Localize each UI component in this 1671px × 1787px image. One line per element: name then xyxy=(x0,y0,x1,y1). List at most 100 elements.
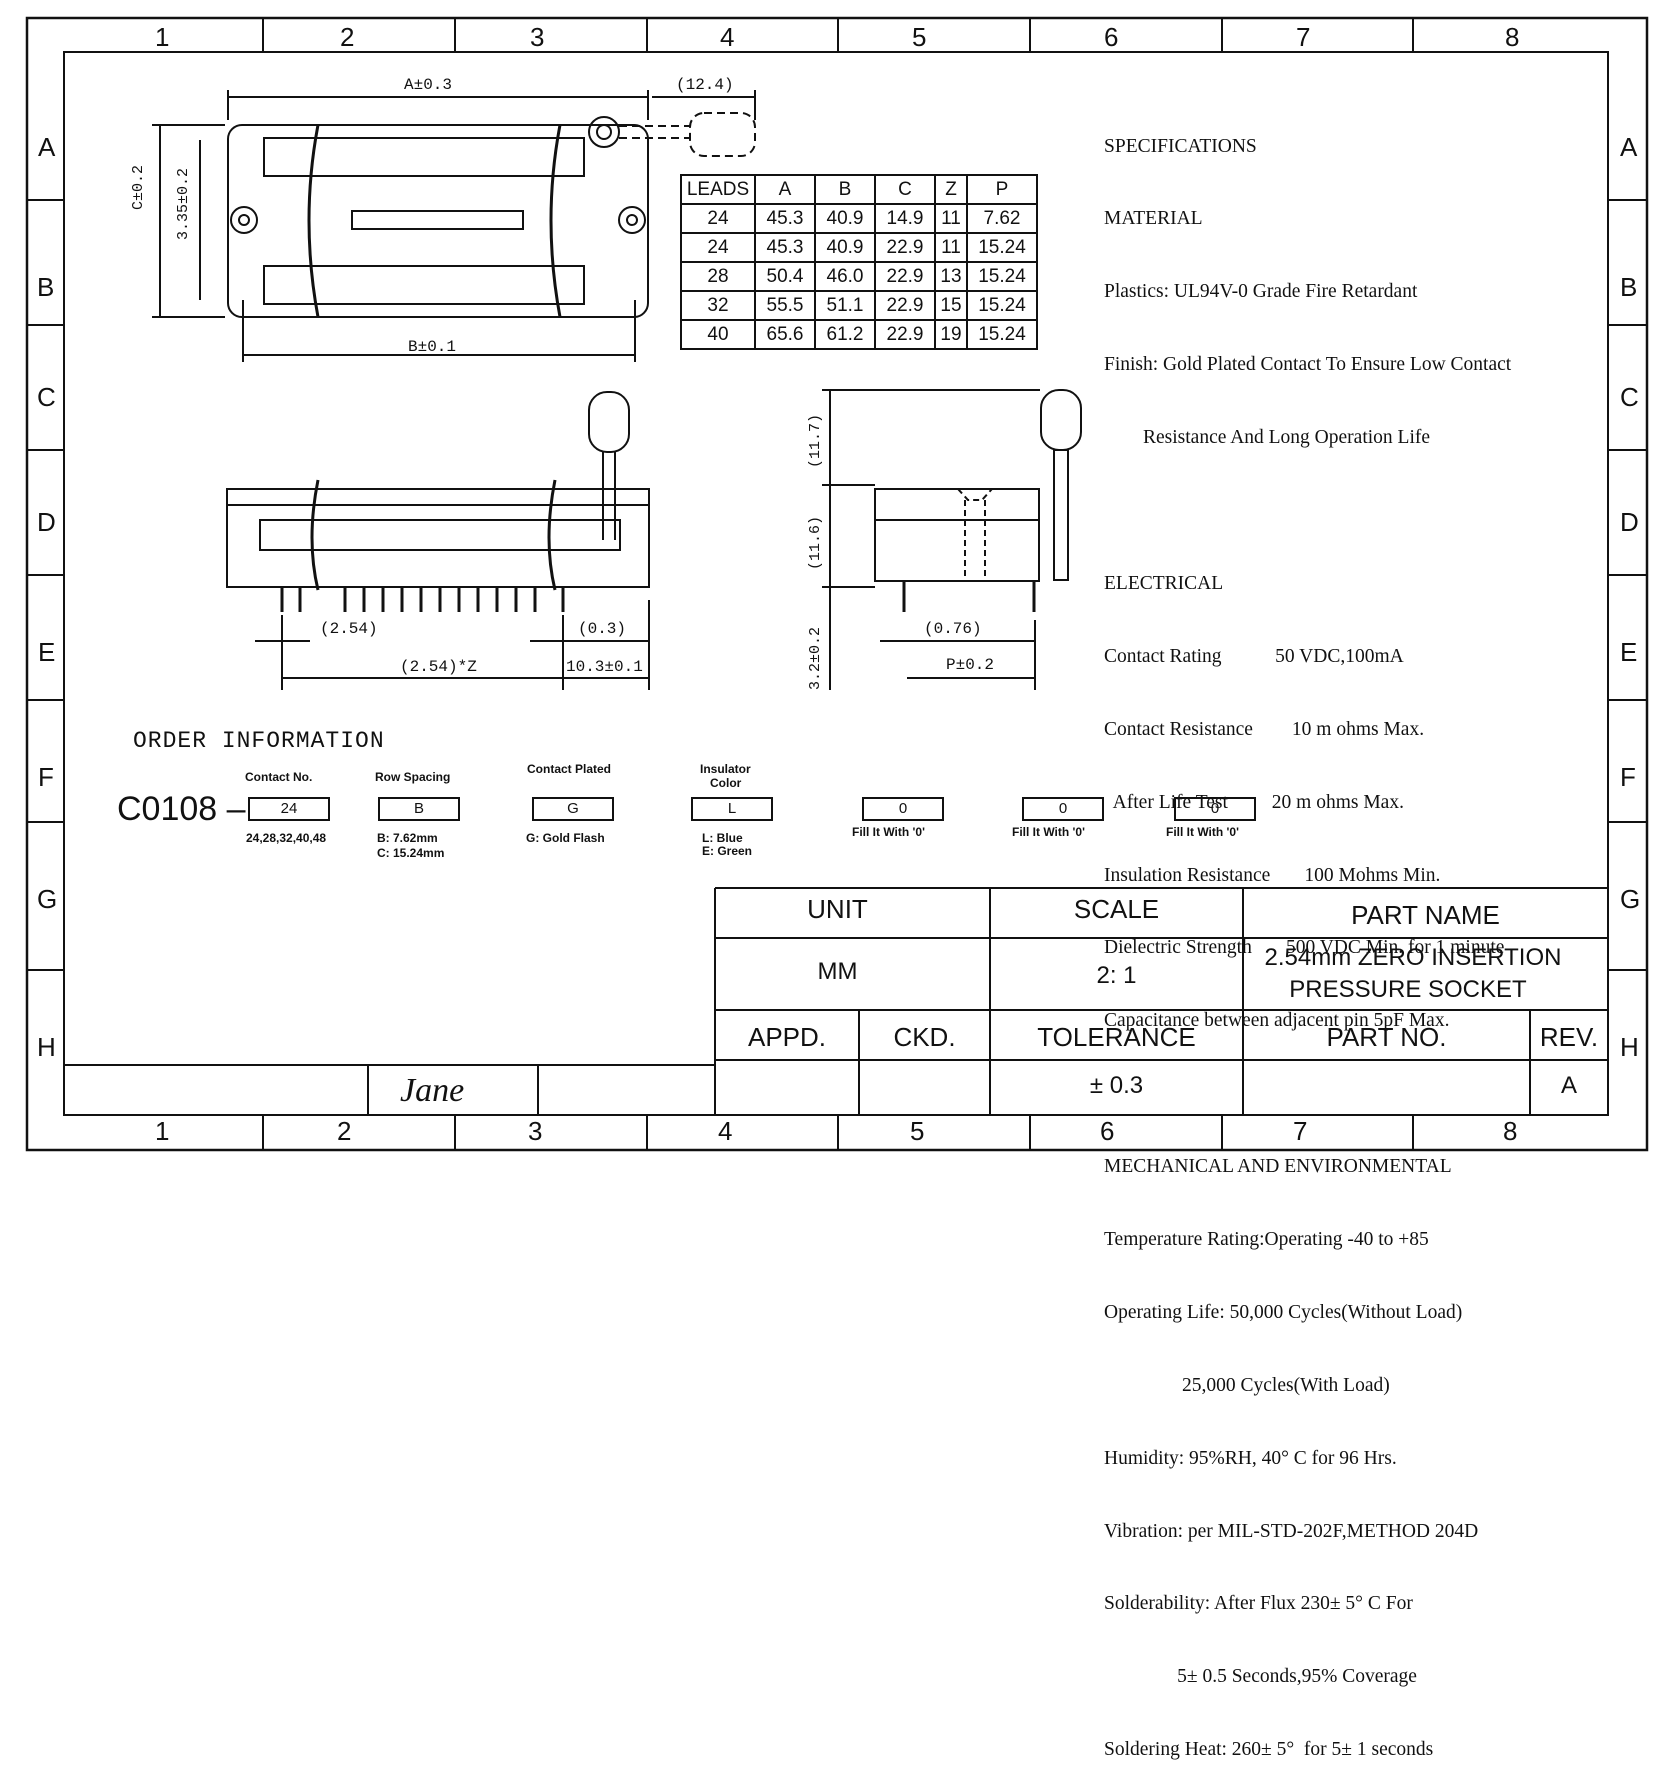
unit-label: UNIT xyxy=(807,894,868,924)
end-view xyxy=(822,389,1082,690)
table-cell: 50.4 xyxy=(754,261,816,292)
dim-end: 10.3±0.1 xyxy=(566,658,643,676)
col-label-3: 3 xyxy=(530,22,545,52)
color-box: L xyxy=(691,797,773,821)
color-option-green: E: Green xyxy=(702,844,753,858)
part-name-label: PART NAME xyxy=(1351,900,1500,930)
spec-line: 25,000 Cycles(With Load) xyxy=(1104,1374,1390,1396)
col-label-1: 1 xyxy=(155,22,170,52)
row-label-h: H xyxy=(37,1032,56,1062)
table-cell: 51.1 xyxy=(814,290,876,321)
spec-line: Soldering Heat: 260± 5° for 5± 1 seconds xyxy=(1104,1739,1434,1761)
table-cell: 15.24 xyxy=(966,261,1038,292)
spec-line: 5± 0.5 Seconds,95% Coverage xyxy=(1104,1666,1417,1688)
dim-a: A±0.3 xyxy=(404,76,453,94)
table-cell: 11 xyxy=(934,203,968,234)
table-cell: 15 xyxy=(934,290,968,321)
spec-line: Contact Rating 50 VDC,100mA xyxy=(1104,645,1404,667)
row-label-g-right: G xyxy=(1620,884,1641,914)
row-option-c: C: 15.24mm xyxy=(377,846,445,860)
scale-value: 2: 1 xyxy=(1096,962,1137,989)
drawing-sheet xyxy=(25,16,1649,1152)
side-view xyxy=(226,391,650,690)
col-label-8-bottom: 8 xyxy=(1503,1116,1518,1146)
col-label-2: 2 xyxy=(340,22,355,52)
table-header: P xyxy=(966,174,1038,205)
col-label-3-bottom: 3 xyxy=(528,1116,543,1146)
row-spacing-box: B xyxy=(378,797,460,821)
table-cell: 22.9 xyxy=(874,232,936,263)
table-header-row: LEADS A B C Z P xyxy=(680,174,1038,205)
col-label-7-bottom: 7 xyxy=(1293,1116,1308,1146)
table-cell: 45.3 xyxy=(754,232,816,263)
rev-value: A xyxy=(1560,1072,1577,1099)
inner-border xyxy=(63,51,1609,1116)
spec-line: ELECTRICAL xyxy=(1104,572,1224,594)
table-cell: 61.2 xyxy=(814,319,876,350)
table-cell: 13 xyxy=(934,261,968,292)
table-cell: 11 xyxy=(934,232,968,263)
contact-label: Contact No. xyxy=(245,770,313,784)
dim-end-pin: (0.76) xyxy=(924,620,982,638)
table-cell: 15.24 xyxy=(966,290,1038,321)
row-label-f: F xyxy=(38,762,54,792)
table-cell: 55.5 xyxy=(754,290,816,321)
contact-box: 24 xyxy=(248,797,330,821)
row-label-a: A xyxy=(38,132,56,162)
spec-line: Finish: Gold Plated Contact To Ensure Lo… xyxy=(1104,354,1512,376)
table-header: LEADS xyxy=(680,174,756,205)
table-cell: 14.9 xyxy=(874,203,936,234)
row-option-b: B: 7.62mm xyxy=(377,831,438,845)
spec-line: Vibration: per MIL-STD-202F,METHOD 204D xyxy=(1104,1520,1479,1542)
dim-pin: 3.35±0.2 xyxy=(175,167,192,240)
row-label-g: G xyxy=(37,884,58,914)
dim-pitch-z: (2.54)*Z xyxy=(400,658,477,676)
fill-box-1: 0 xyxy=(862,797,944,821)
col-label-6-bottom: 6 xyxy=(1100,1116,1115,1146)
col-label-2-bottom: 2 xyxy=(337,1116,352,1146)
row-label-a-right: A xyxy=(1620,132,1638,162)
title-block-grid xyxy=(64,887,1608,1115)
col-label-5-bottom: 5 xyxy=(910,1116,925,1146)
specifications-block: SPECIFICATIONS MATERIAL Plastics: UL94V-… xyxy=(1104,86,1664,1787)
plated-option: G: Gold Flash xyxy=(526,831,605,845)
row-label-c: C xyxy=(37,382,56,412)
fill-box-3: 0 xyxy=(1174,797,1256,821)
col-label-7: 7 xyxy=(1296,22,1311,52)
row-label-b: B xyxy=(37,272,55,302)
order-prefix: C0108 – xyxy=(117,790,246,828)
tolerance-value: ± 0.3 xyxy=(1089,1072,1144,1099)
row-ticks xyxy=(27,199,1647,971)
table-cell: 40 xyxy=(680,319,756,350)
col-label-4-bottom: 4 xyxy=(718,1116,733,1146)
dim-h2: (11.6) xyxy=(807,515,824,570)
top-view xyxy=(152,90,756,362)
table-cell: 28 xyxy=(680,261,756,292)
dim-p: P±0.2 xyxy=(946,656,995,674)
color-option-blue: L: Blue xyxy=(702,831,743,845)
dim-pitch: (2.54) xyxy=(320,620,378,638)
col-label-4: 4 xyxy=(720,22,735,52)
table-cell: 19 xyxy=(934,319,968,350)
spec-line: Solderability: After Flux 230± 5° C For xyxy=(1104,1593,1413,1615)
ckd-label: CKD. xyxy=(893,1022,956,1052)
table-cell: 32 xyxy=(680,290,756,321)
fill-label-1: Fill It With '0' xyxy=(852,825,925,839)
plated-label: Contact Plated xyxy=(527,762,612,776)
signature: Jane xyxy=(400,1072,465,1109)
table-cell: 22.9 xyxy=(874,290,936,321)
color-label-1: Insulator xyxy=(700,762,751,776)
fill-label-3: Fill It With '0' xyxy=(1166,825,1239,839)
spec-line: Resistance And Long Operation Life xyxy=(1104,427,1431,449)
spec-line: SPECIFICATIONS xyxy=(1104,135,1257,157)
order-title: ORDER INFORMATION xyxy=(133,728,385,754)
tolerance-label: TOLERANCE xyxy=(1037,1022,1196,1052)
table-cell: 40.9 xyxy=(814,203,876,234)
table-cell: 15.24 xyxy=(966,232,1038,263)
table-header: C xyxy=(874,174,936,205)
col-label-6: 6 xyxy=(1104,22,1119,52)
